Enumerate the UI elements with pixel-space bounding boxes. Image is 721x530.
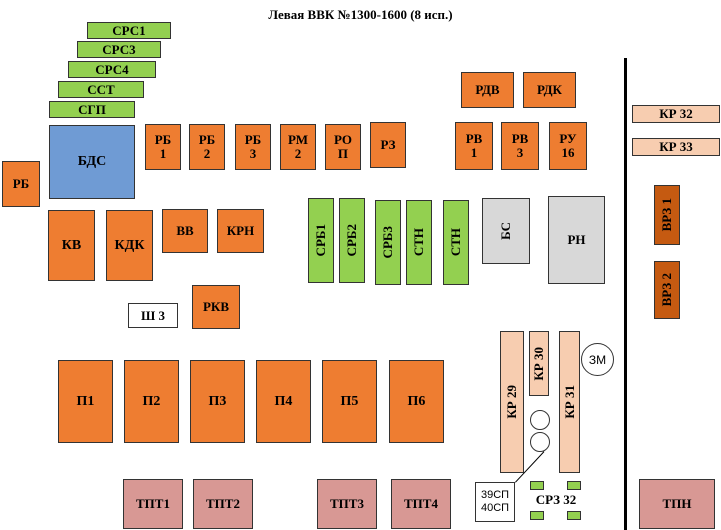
block-vrz2[interactable]: ВРЗ 2 (654, 261, 680, 319)
sp-label-box: 39СП 40СП (475, 482, 515, 522)
block-srb3[interactable]: СРБ3 (375, 200, 401, 285)
block-rdk[interactable]: РДК (523, 72, 576, 108)
block-tpt4[interactable]: ТПТ4 (391, 479, 451, 529)
block-p1[interactable]: П1 (58, 360, 113, 443)
block-tpt2[interactable]: ТПТ2 (193, 479, 253, 529)
block-rv3[interactable]: РВ 3 (501, 122, 539, 170)
sp-marker-39[interactable] (530, 410, 550, 430)
block-kr30-label: КР 30 (531, 346, 547, 381)
block-rm2[interactable]: РМ 2 (280, 124, 316, 170)
block-sgp[interactable]: СГП (49, 101, 135, 118)
block-vrz1[interactable]: ВРЗ 1 (654, 185, 680, 245)
crz32-slot-3 (530, 511, 544, 520)
block-kr29[interactable]: КР 29 (500, 331, 524, 473)
diagram-title: Левая ВВК №1300-1600 (8 исп.) (268, 7, 453, 22)
block-tpt1[interactable]: ТПТ1 (123, 479, 183, 529)
block-rop[interactable]: РО П (325, 124, 361, 170)
block-ru16[interactable]: РУ 16 (549, 122, 587, 170)
block-bs-label: БС (498, 222, 514, 240)
block-kr32[interactable]: КР 32 (632, 105, 720, 123)
block-p6[interactable]: П6 (389, 360, 444, 443)
block-vrz2-label: ВРЗ 2 (659, 273, 675, 307)
block-stn-1-label: СТН (411, 228, 427, 257)
block-rb1[interactable]: РБ 1 (145, 124, 181, 170)
block-p4[interactable]: П4 (256, 360, 311, 443)
block-sst[interactable]: ССТ (58, 81, 144, 98)
divider-line (624, 58, 627, 530)
block-kdk[interactable]: КДК (106, 210, 153, 281)
block-sh3[interactable]: Ш 3 (128, 303, 178, 328)
block-kr33[interactable]: КР 33 (632, 138, 720, 156)
block-stn-2-label: СТН (448, 228, 464, 257)
block-srb1[interactable]: СРБ1 (308, 198, 334, 283)
block-rb3[interactable]: РБ 3 (235, 124, 271, 170)
crz32-slot-1 (530, 481, 544, 490)
sp-marker-40[interactable] (530, 432, 550, 452)
block-vv[interactable]: ВВ (162, 209, 208, 253)
block-rn[interactable]: РН (548, 196, 605, 284)
block-rv1[interactable]: РВ 1 (455, 122, 493, 170)
block-srb2[interactable]: СРБ2 (339, 198, 365, 283)
block-bds[interactable]: БДС (49, 125, 135, 199)
block-rb2[interactable]: РБ 2 (189, 124, 225, 170)
block-kr29-label: КР 29 (504, 385, 520, 419)
block-srb1-label: СРБ1 (313, 224, 329, 257)
block-srb2-label: СРБ2 (344, 224, 360, 257)
block-rz[interactable]: РЗ (370, 122, 406, 168)
block-src1[interactable]: СРС1 (87, 22, 171, 39)
block-src3[interactable]: СРС3 (77, 41, 161, 58)
block-crz32[interactable]: СРЗ 32 (535, 492, 577, 508)
block-kr31[interactable]: КР 31 (559, 331, 580, 473)
block-kr31-label: КР 31 (561, 385, 577, 419)
block-rdv[interactable]: РДВ (461, 72, 514, 108)
crz32-slot-2 (567, 481, 581, 490)
block-p5[interactable]: П5 (322, 360, 377, 443)
block-stn-1[interactable]: СТН (406, 200, 432, 285)
block-srb3-label: СРБ3 (380, 226, 396, 259)
block-rb-left[interactable]: РБ (2, 161, 40, 207)
block-kr30[interactable]: КР 30 (529, 331, 549, 396)
sp-label-text: 39СП 40СП (480, 488, 510, 514)
block-zm[interactable]: ЗМ (581, 343, 614, 376)
block-vrz1-label: ВРЗ 1 (659, 198, 675, 232)
block-tpn[interactable]: ТПН (639, 479, 715, 529)
block-kv[interactable]: КВ (48, 210, 95, 281)
block-rkv[interactable]: РКВ (192, 285, 240, 329)
block-p3[interactable]: П3 (190, 360, 245, 443)
block-bs[interactable]: БС (482, 198, 530, 264)
block-stn-2[interactable]: СТН (443, 200, 469, 285)
crz32-slot-4 (567, 511, 581, 520)
block-p2[interactable]: П2 (124, 360, 179, 443)
block-src4[interactable]: СРС4 (68, 61, 156, 78)
block-krn[interactable]: КРН (217, 209, 264, 253)
block-tpt3[interactable]: ТПТ3 (317, 479, 377, 529)
